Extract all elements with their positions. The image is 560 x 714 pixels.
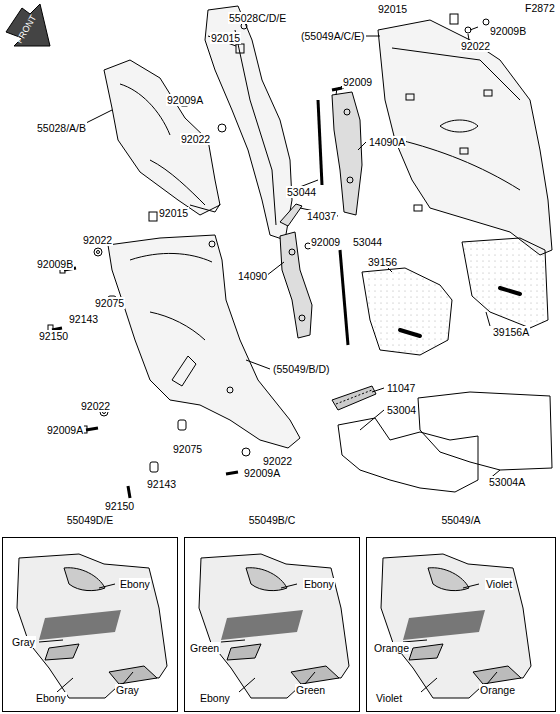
part-number: 92022 (180, 133, 211, 145)
part-number: F2872 (524, 2, 556, 14)
panel-part-number: 55049D/E (3, 514, 177, 526)
color-name: Violet (485, 578, 513, 590)
color-name: Violet (375, 692, 403, 704)
part-number: 55028/A/B (36, 122, 87, 134)
part-number: (55049/B/D) (272, 363, 331, 375)
part-number: 92009 (342, 76, 373, 88)
color-variant-panel: 55049D/EEbonyGrayEbonyGray (2, 537, 178, 712)
color-name: Ebony (35, 692, 67, 704)
part-number: 92075 (94, 297, 125, 309)
part-number: 92009A (166, 94, 204, 106)
part-number: 92075 (172, 443, 203, 455)
part-number: 53044 (286, 186, 317, 198)
color-name: Gray (115, 684, 140, 696)
panel-part-number: 55049B/C (185, 514, 359, 526)
part-number: 55028C/D/E (228, 12, 287, 24)
color-name: Green (295, 684, 326, 696)
part-number: 92009 (310, 236, 341, 248)
part-number: 39156A (492, 326, 530, 338)
part-number: 92143 (146, 478, 177, 490)
part-number: 92009B (36, 258, 74, 270)
part-number: 39156 (367, 256, 398, 268)
part-number: 53004 (386, 404, 417, 416)
color-name: Ebony (199, 692, 231, 704)
color-name: Green (189, 642, 220, 654)
part-number: 92009B (489, 25, 527, 37)
part-number: 92022 (80, 400, 111, 412)
color-name: Ebony (119, 578, 151, 590)
part-number: 92150 (104, 500, 135, 512)
part-number: 14090A (368, 136, 406, 148)
color-name: Orange (373, 642, 410, 654)
color-name: Ebony (303, 578, 335, 590)
part-number: (55049A/C/E) (300, 30, 366, 42)
color-variant-panel: 55049/AVioletOrangeVioletOrange (366, 537, 556, 712)
part-number: 11047 (386, 382, 416, 394)
cowl-illustration (367, 538, 555, 711)
part-number: 92015 (210, 32, 241, 44)
color-name: Orange (479, 684, 516, 696)
part-number: 92015 (377, 3, 408, 15)
part-number: 53044 (352, 236, 383, 248)
part-number: 92150 (38, 330, 69, 342)
part-number: 92009A (243, 467, 281, 479)
part-number: 92015 (158, 207, 189, 219)
part-number: 14090 (237, 270, 268, 282)
color-name: Gray (11, 636, 36, 648)
part-number: 14037 (306, 210, 337, 222)
part-number: 53004A (488, 476, 526, 488)
part-number: 92143 (68, 313, 99, 325)
panel-part-number: 55049/A (367, 514, 555, 526)
part-number: 92009A (46, 424, 84, 436)
part-number: 92022 (460, 40, 491, 52)
part-number: 92022 (82, 234, 113, 246)
part-number: 92022 (262, 455, 293, 467)
cowl-illustration (3, 538, 177, 711)
color-variant-panel: 55049B/CEbonyGreenEbonyGreen (184, 537, 360, 712)
cowl-illustration (185, 538, 359, 711)
